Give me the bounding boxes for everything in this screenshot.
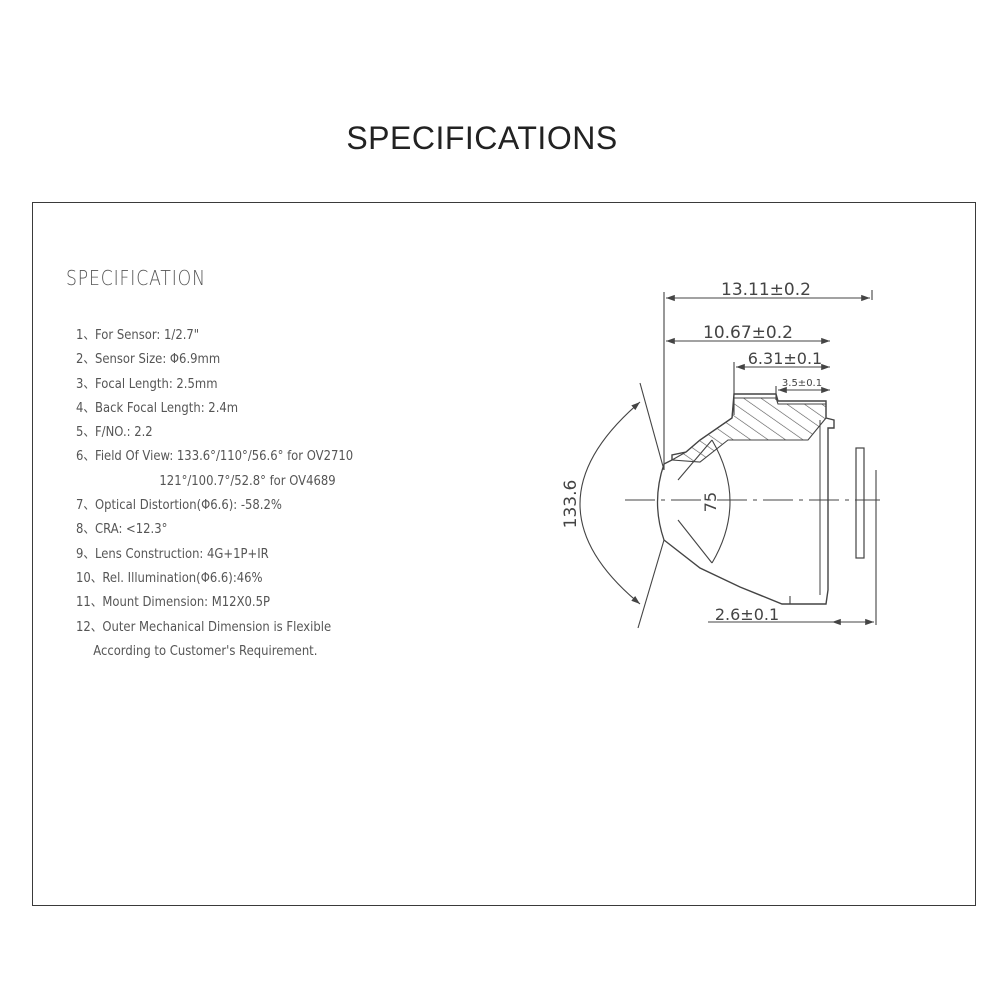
spec-list: 1、For Sensor: 1/2.7" 2、Sensor Size: Φ6.9… <box>76 323 398 663</box>
thread-hatch-section <box>670 397 827 463</box>
spec-item-cra: 8、CRA: <12.3° <box>76 521 168 538</box>
front-lens-surface <box>656 463 665 541</box>
dim-text-inner-angle: 75 <box>701 492 720 512</box>
sheet-heading: SPECIFICATION <box>66 266 206 290</box>
spec-item-back-focal-length: 4、Back Focal Length: 2.4m <box>76 399 239 416</box>
spec-item-lens-construction: 9、Lens Construction: 4G+1P+IR <box>76 545 269 562</box>
spec-item-relative-illumination: 10、Rel. Illumination(Φ6.6):46% <box>76 569 263 586</box>
spec-item-outer-dimension: 12、Outer Mechanical Dimension is Flexibl… <box>76 618 332 635</box>
spec-item-sensor: 1、For Sensor: 1/2.7" <box>76 327 200 343</box>
spec-item-optical-distortion: 7、Optical Distortion(Φ6.6): -58.2% <box>76 497 282 514</box>
sensor-plate <box>855 447 865 559</box>
dim-text-step-length: 3.5±0.1 <box>782 378 822 389</box>
page-title: SPECIFICATIONS <box>346 120 618 156</box>
fov-ray-bottom <box>637 539 665 629</box>
spec-item-f-number: 5、F/NO.: 2.2 <box>76 424 153 441</box>
dim-text-fov-angle: 133.6 <box>561 480 581 529</box>
fov-arc <box>579 401 641 605</box>
dim-text-total-length: 13.11±0.2 <box>721 280 811 300</box>
spec-item-field-of-view: 6、Field Of View: 133.6°/110°/56.6° for O… <box>76 448 354 465</box>
drawing-frame <box>32 202 976 906</box>
spec-item-focal-length: 3、Focal Length: 2.5mm <box>76 375 218 392</box>
spec-item-outer-dimension-continued: According to Customer's Requirement. <box>93 642 318 659</box>
dim-text-thread-length: 6.31±0.1 <box>748 349 822 368</box>
dim-text-back-focal: 2.6±0.1 <box>715 605 779 624</box>
inner-ray-bottom <box>677 519 713 564</box>
spec-item-field-of-view-continued: 121°/100.7°/52.8° for OV4689 <box>159 472 336 489</box>
inner-angle-arc <box>711 439 731 564</box>
dim-text-body-length: 10.67±0.2 <box>703 323 793 343</box>
spec-item-sensor-size: 2、Sensor Size: Φ6.9mm <box>76 351 221 368</box>
spec-item-mount-dimension: 11、Mount Dimension: M12X0.5P <box>76 594 270 611</box>
fov-ray-top <box>639 382 665 471</box>
